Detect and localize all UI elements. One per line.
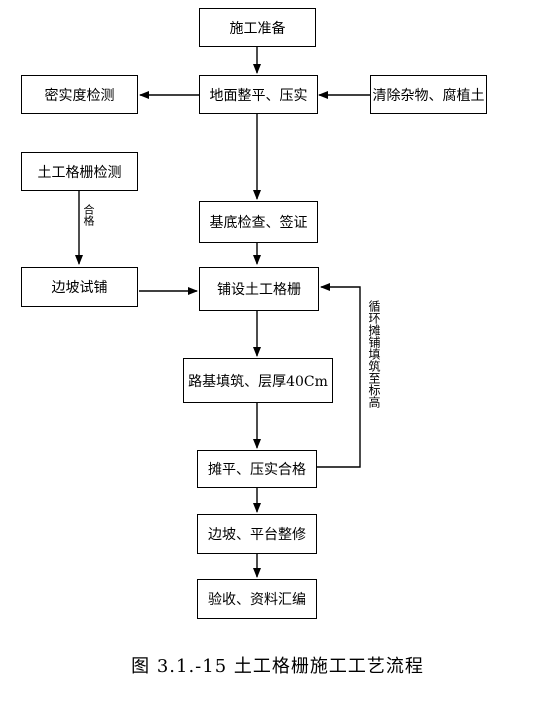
node-density: 密实度检测 [21, 75, 138, 114]
node-trial: 边坡试铺 [21, 267, 138, 307]
node-level: 地面整平、压实 [199, 75, 318, 114]
node-trim: 边坡、平台整修 [197, 514, 317, 554]
node-base: 基底检查、签证 [199, 201, 318, 243]
label-qualified: 合格 [82, 204, 95, 226]
node-fill: 路基填筑、层厚40Cm [183, 358, 333, 403]
node-lay: 铺设土工格栅 [199, 267, 319, 311]
node-prep: 施工准备 [199, 8, 316, 47]
label-loop: 循环摊铺填筑至标高 [367, 300, 381, 408]
figure-caption: 图 3.1.-15 土工格栅施工工艺流程 [131, 656, 424, 677]
node-accept: 验收、资料汇编 [197, 579, 317, 619]
arrow-loop-back [317, 283, 361, 468]
node-clear: 清除杂物、腐植土 [370, 75, 487, 114]
node-geo-test: 土工格栅检测 [21, 152, 138, 191]
node-compact: 摊平、压实合格 [197, 450, 317, 488]
